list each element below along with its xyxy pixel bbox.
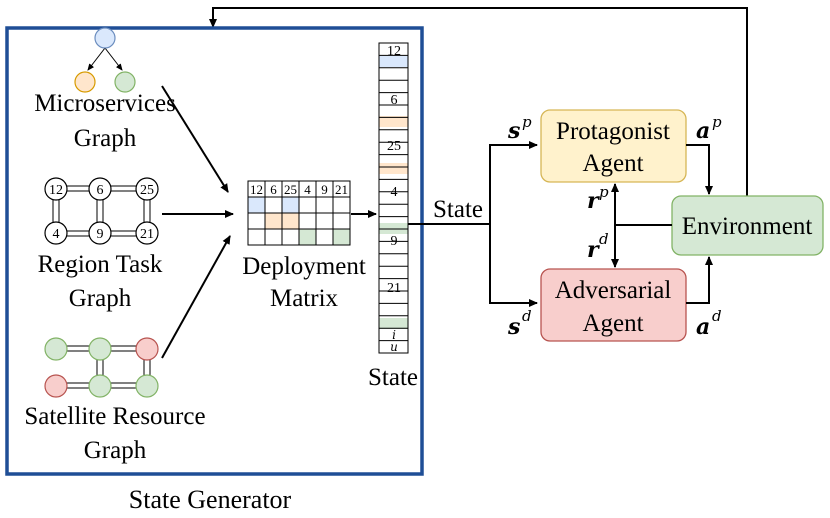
reward-arrows (611, 183, 672, 268)
adversarial-agent-label-2: Agent (582, 310, 643, 337)
state-cell-4: 4 (391, 185, 398, 200)
s-p-sup: p (522, 113, 532, 131)
s-p-base: s (507, 118, 520, 144)
math-label-s-d: s d (507, 307, 532, 340)
action-arrows (686, 144, 713, 304)
r-d-base: r (587, 237, 600, 263)
satellite-node-5 (88, 374, 112, 398)
region-node-4 (44, 221, 68, 245)
microservices-graph-label-1: Microservices (34, 90, 176, 117)
matrix-header-21: 21 (335, 182, 348, 197)
microservice-node-right (114, 71, 136, 93)
math-label-a-p: a p (696, 113, 722, 144)
deployment-matrix: 12 6 25 4 9 21 Deployment Matrix (242, 180, 366, 312)
state-cell-i: i (392, 328, 396, 342)
state-cell-6: 6 (391, 93, 398, 108)
region-node-25-label: 25 (140, 183, 154, 198)
protagonist-agent-label-1: Protagonist (556, 118, 670, 145)
region-task-graph-label-2: Graph (69, 285, 132, 312)
region-task-graph-label-1: Region Task (38, 251, 163, 278)
math-label-a-d: a d (696, 307, 722, 340)
satellite-resource-graph-label-2: Graph (84, 437, 147, 464)
region-node-21-label: 21 (140, 227, 154, 242)
s-d-base: s (507, 314, 520, 340)
region-node-9-label: 9 (97, 227, 104, 242)
matrix-header-25: 25 (284, 182, 297, 197)
region-node-21 (135, 221, 159, 245)
region-task-graph: 12 6 25 4 9 21 Region Task Graph (38, 177, 163, 312)
state-generator-frame (5, 26, 424, 476)
microservices-graph-label-2: Graph (74, 125, 137, 152)
microservice-node-left (74, 71, 96, 93)
state-generator-title: State Generator (129, 485, 292, 514)
state-output: State (408, 141, 538, 307)
satellite-node-6 (135, 374, 159, 398)
a-p-base: a (696, 118, 710, 144)
math-label-r-p: r p (587, 183, 609, 214)
environment-label: Environment (682, 213, 813, 240)
protagonist-agent-label-2: Agent (582, 150, 643, 177)
a-d-base: a (696, 314, 710, 340)
deployment-matrix-label-1: Deployment (242, 253, 366, 280)
state-cell-21: 21 (387, 281, 401, 296)
matrix-header-9: 9 (321, 182, 328, 197)
satellite-node-2 (88, 337, 112, 361)
a-d-sup: d (712, 307, 722, 325)
microservices-graph: Microservices Graph (34, 27, 176, 152)
r-p-base: r (587, 188, 600, 214)
state-cell-25: 25 (387, 139, 401, 154)
adversarial-agent-label-1: Adversarial (555, 277, 672, 304)
s-d-sup: d (522, 307, 532, 325)
matrix-header-4: 4 (304, 182, 311, 197)
region-node-25 (135, 177, 159, 201)
microservice-node-root (94, 27, 116, 49)
r-p-sup: p (599, 183, 609, 201)
region-node-6-label: 6 (97, 183, 104, 198)
state-cell-12: 12 (387, 44, 401, 59)
region-node-6 (88, 177, 112, 201)
satellite-resource-graph-label-1: Satellite Resource (24, 403, 205, 430)
math-label-r-d: r d (587, 230, 609, 263)
a-p-sup: p (712, 113, 722, 131)
satellite-node-4 (44, 374, 68, 398)
environment: Environment (671, 195, 824, 256)
region-node-9 (88, 221, 112, 245)
state-vector: 12 6 25 4 9 21 i u State (368, 42, 418, 391)
satellite-node-3 (135, 337, 159, 361)
state-cell-9: 9 (391, 234, 398, 249)
adversarial-agent: Adversarial Agent (540, 268, 687, 342)
feedback-arrow (209, 7, 748, 196)
state-vector-label: State (368, 364, 418, 391)
graph-to-matrix-arrows (161, 85, 234, 359)
region-node-12 (44, 177, 68, 201)
satellite-node-1 (44, 337, 68, 361)
state-output-label: State (433, 196, 483, 223)
matrix-header-12: 12 (250, 182, 263, 197)
deployment-matrix-label-2: Matrix (270, 285, 339, 312)
protagonist-agent: Protagonist Agent (540, 109, 687, 183)
math-label-s-p: s p (507, 113, 532, 144)
satellite-resource-graph: Satellite Resource Graph (24, 337, 206, 464)
region-node-12-label: 12 (49, 183, 63, 198)
region-node-4-label: 4 (53, 227, 60, 242)
matrix-header-6: 6 (270, 182, 277, 197)
state-cell-u: u (390, 340, 398, 354)
r-d-sup: d (599, 230, 609, 248)
